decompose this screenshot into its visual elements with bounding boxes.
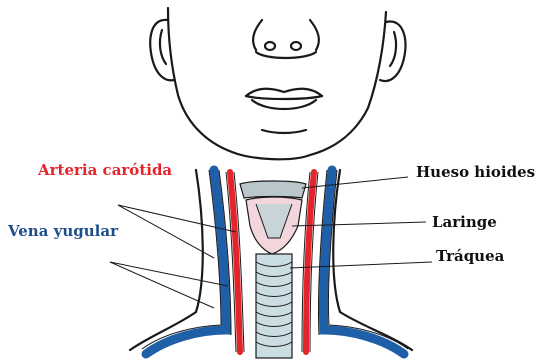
hyoid-bone [240,181,306,198]
label-jugular-vein: Vena yugular [8,224,118,239]
label-carotid-artery: Arteria carótida [38,163,172,178]
label-larynx: Laringe [432,215,497,230]
label-trachea: Tráquea [436,249,504,264]
head [150,8,405,159]
label-hyoid-bone: Hueso hioides [416,165,535,180]
trachea [256,254,292,358]
